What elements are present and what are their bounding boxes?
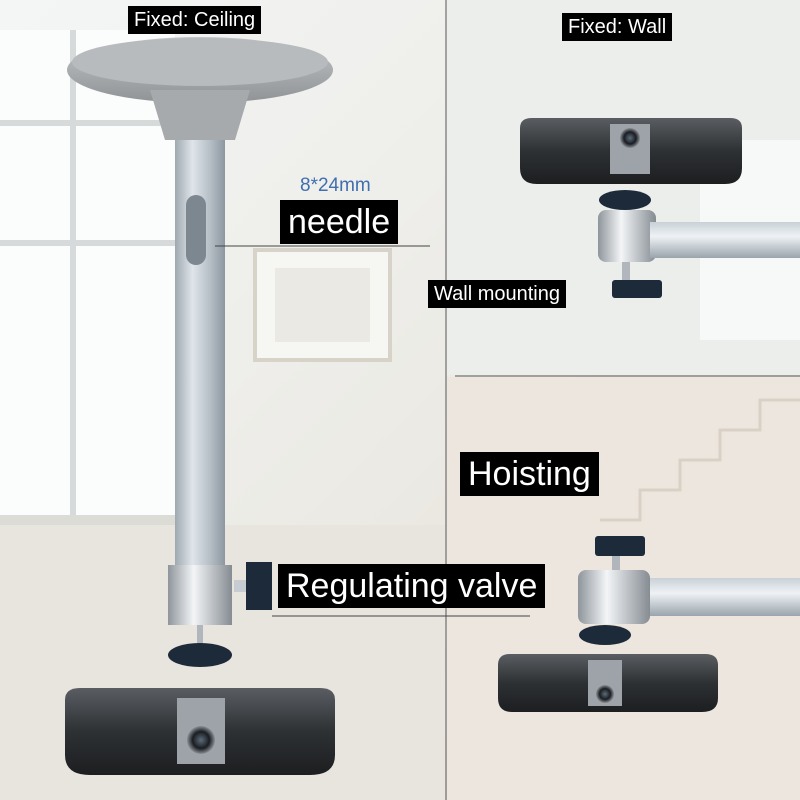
wall-mounting-label: Wall mounting [428,280,566,308]
hoisting-label: Hoisting [460,452,599,496]
regulating-valve-label: Regulating valve [278,564,546,608]
fixed-ceiling-label: Fixed: Ceiling [128,6,262,34]
fixed-wall-label: Fixed: Wall [562,13,673,41]
dimension-label: 8*24mm [300,175,371,196]
needle-label: needle [280,200,399,244]
